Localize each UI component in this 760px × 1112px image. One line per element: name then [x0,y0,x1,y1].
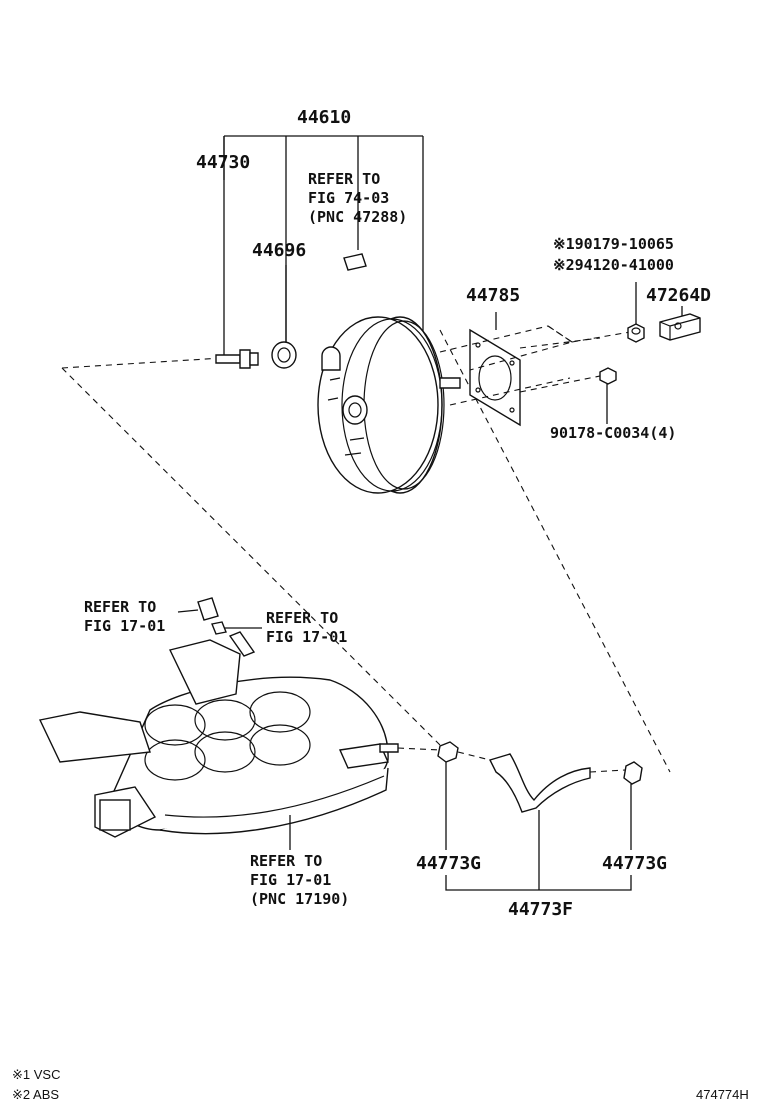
dashed-hose-mid [457,751,491,761]
footnote-vsc: ※1 VSC [12,1067,61,1082]
label-44773G-left: 44773G [416,853,482,874]
label-44773F: 44773F [508,899,574,920]
leader-44773F [445,810,632,891]
refer-booster-line-2: FIG 74-03 [308,189,390,207]
refer-right: REFER TO FIG 17-01 [266,609,347,647]
refer-right-line-1: REFER TO [266,609,339,627]
refer-left-line-2: FIG 17-01 [84,617,166,635]
label-44785: 44785 [466,285,521,306]
label-44773G-right: 44773G [602,853,668,874]
brake-booster [317,316,461,494]
refer-manifold-line-3: (PNC 17190) [250,890,350,908]
figure-code: 474774H [696,1087,749,1102]
label-90179: ※190179-10065 [553,235,674,253]
booster-gasket-plate [469,328,521,427]
dashed-to-clevis [547,325,631,343]
refer-manifold-line-2: FIG 17-01 [250,871,332,889]
booster-gasket-ref [343,253,367,271]
refer-left-line-1: REFER TO [84,598,157,616]
refer-right-line-2: FIG 17-01 [266,628,348,646]
grommet [271,341,297,369]
refer-booster-line-1: REFER TO [308,170,381,188]
label-90178: 90178-C0034(4) [550,424,677,442]
vacuum-hose [489,753,591,813]
pushrod-bolt [215,349,259,369]
refer-booster: REFER TO FIG 74-03 (PNC 47288) [308,170,407,227]
refer-manifold: REFER TO FIG 17-01 (PNC 17190) [250,852,349,909]
label-44610: 44610 [297,107,352,128]
intake-manifold [38,597,399,838]
label-44696: 44696 [252,240,307,261]
refer-booster-line-3: (PNC 47288) [308,208,408,226]
dashed-guide-triangle [61,357,441,746]
refer-left: REFER TO FIG 17-01 [84,598,165,636]
nut-90179 [627,323,645,343]
dashed-hose-right [589,769,626,773]
dashed-studs [439,325,606,406]
nut-90178 [599,367,617,385]
leader-left-ref [177,609,199,613]
footnote-abs: ※2 ABS [12,1087,60,1102]
dashed-hose-left [397,747,441,751]
label-44730: 44730 [196,152,251,173]
label-47264D: 47264D [646,285,712,306]
label-94120: ※294120-41000 [553,256,674,274]
hose-clip-left [437,741,459,763]
hose-clip-right [623,761,643,785]
clevis-47264D [659,313,701,341]
refer-manifold-line-1: REFER TO [250,852,323,870]
bracket-44610 [223,135,424,360]
